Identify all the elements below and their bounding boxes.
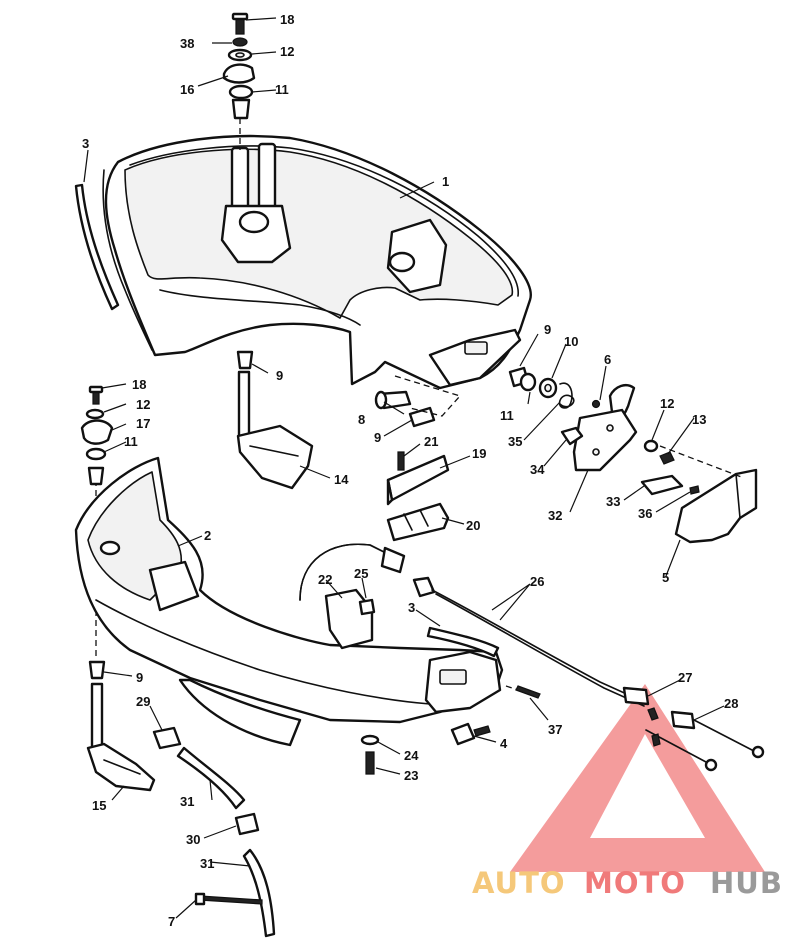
callout-28: 28: [724, 696, 738, 711]
callout-29: 29: [136, 694, 150, 709]
callout-9-b: 9: [374, 430, 381, 445]
callout-23: 23: [404, 768, 418, 783]
callout-13: 13: [692, 412, 706, 427]
callout-30: 30: [186, 832, 200, 847]
callout-34: 34: [530, 462, 545, 477]
callout-11-top: 11: [275, 82, 289, 97]
callout-14: 14: [334, 472, 349, 487]
callout-labels: 1 2 3 3 4 5 6 7 8 9 9 9 9 10 11 11 11 12…: [82, 12, 738, 929]
logo-word-moto: MOTO: [584, 866, 686, 900]
callout-9-a: 9: [276, 368, 283, 383]
fuel-line-parts: [152, 726, 276, 938]
callout-9-d: 9: [136, 670, 143, 685]
seal-strip-lower: [426, 626, 500, 658]
callout-3-lower: 3: [408, 600, 415, 615]
callout-8: 8: [358, 412, 365, 427]
callout-16: 16: [180, 82, 194, 97]
callout-1: 1: [442, 174, 449, 189]
upper-cowl: [102, 134, 532, 390]
mount-blocks: [386, 451, 450, 542]
callout-17: 17: [136, 416, 150, 431]
latch-assembly: [374, 366, 758, 544]
callout-21: 21: [424, 434, 438, 449]
callout-15: 15: [92, 798, 106, 813]
callout-3-upper: 3: [82, 136, 89, 151]
callout-11-right: 11: [500, 408, 514, 423]
tiller-bracket-lower: [86, 660, 156, 792]
callout-35: 35: [508, 434, 522, 449]
callout-33: 33: [606, 494, 620, 509]
leader-lines: [83, 17, 725, 919]
callout-4: 4: [500, 736, 508, 751]
callout-10: 10: [564, 334, 578, 349]
callout-32: 32: [548, 508, 562, 523]
callout-26: 26: [530, 574, 544, 589]
control-cables: [412, 576, 765, 772]
callout-25: 25: [354, 566, 368, 581]
tiller-bracket-upper: [236, 350, 314, 490]
callout-24: 24: [404, 748, 419, 763]
callout-2: 2: [204, 528, 211, 543]
callout-12-right: 12: [660, 396, 674, 411]
callout-6: 6: [604, 352, 611, 367]
callout-7: 7: [168, 914, 175, 929]
logo-word-hub: HUB: [710, 866, 783, 900]
callout-12-left: 12: [136, 397, 150, 412]
left-hardware-stack: [80, 385, 114, 486]
callout-36: 36: [638, 506, 652, 521]
callout-31-b: 31: [200, 856, 214, 871]
lower-fasteners: [360, 685, 541, 775]
top-hardware-stack: [222, 12, 256, 120]
logo-word-auto: AUTO: [472, 866, 566, 900]
callout-31-a: 31: [180, 794, 194, 809]
callout-18-left: 18: [132, 377, 146, 392]
seal-strip-upper: [74, 183, 120, 311]
automotohub-logo: AUTO MOTO HUB: [472, 684, 783, 900]
callout-9-c: 9: [544, 322, 551, 337]
callout-18-top: 18: [280, 12, 294, 27]
callout-19: 19: [472, 446, 486, 461]
callout-12-top: 12: [280, 44, 294, 59]
cable-harness: [299, 543, 406, 650]
callout-20: 20: [466, 518, 480, 533]
lower-cowl: [74, 456, 504, 747]
callout-5: 5: [662, 570, 669, 585]
callout-11-left: 11: [124, 434, 138, 449]
callout-22: 22: [318, 572, 332, 587]
callout-37: 37: [548, 722, 562, 737]
callout-27: 27: [678, 670, 692, 685]
callout-38: 38: [180, 36, 194, 51]
